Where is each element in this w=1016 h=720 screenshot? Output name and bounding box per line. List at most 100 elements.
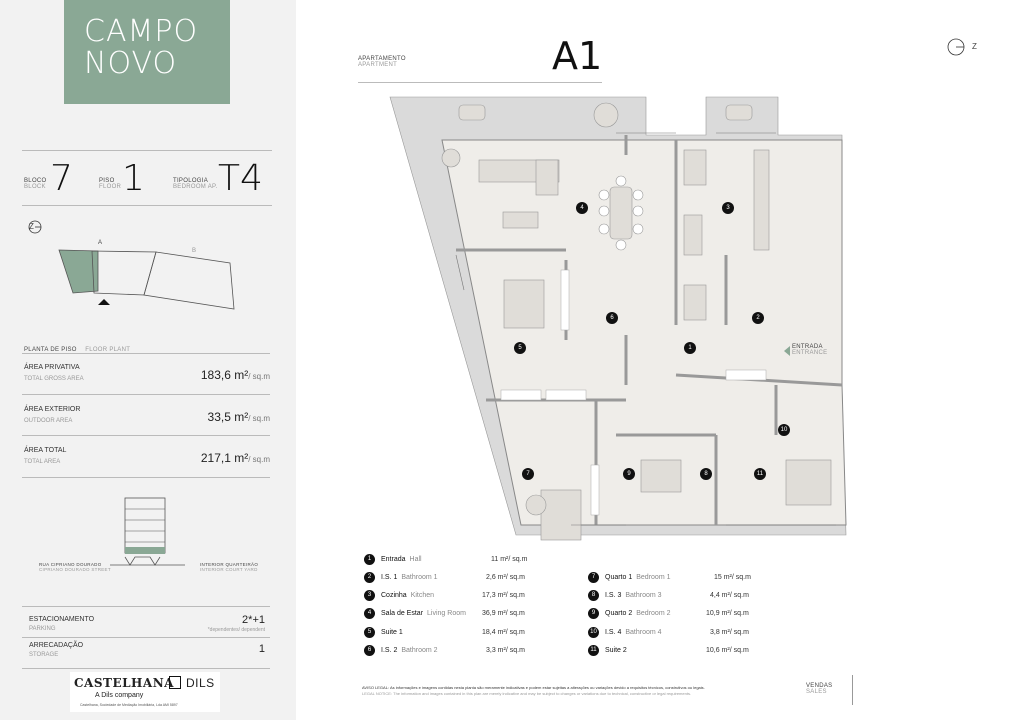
apartment-label: APARTAMENTO APARTMENT [358,56,406,68]
room-name-en: Bedroom 1 [636,574,671,581]
room-marker-5: 5 [514,342,526,354]
piso-label-en: FLOOR [99,184,122,190]
legend-number: 9 [588,608,599,619]
legal-notice: AVISO LEGAL: As informações e imagens co… [362,685,792,697]
room-name-en: Bathroom 3 [625,592,662,599]
bed-suite-1 [503,279,545,329]
legend-number: 5 [364,627,375,638]
brand-legal: Castelhana, Sociedade de Mediação Imobil… [80,703,178,707]
area-value: 33,5 m² [207,410,249,424]
bloco-value: 7 [50,158,73,199]
legend-number: 1 [364,554,375,565]
divider [852,675,853,705]
room-name: Entrada [381,556,406,563]
plant-pot [525,494,547,516]
keyplan-north-label: Z [29,222,35,231]
divider [22,435,270,436]
room-name: Cozinha [381,592,407,599]
room-area: 2,6 m²/ sq.m [486,574,525,581]
plant-pot [441,148,461,168]
kitchen-island [683,214,703,256]
area-label: ÁREA TOTAL [24,447,67,454]
area-label-en: OUTDOOR AREA [24,418,73,424]
legend-number: 8 [588,590,599,601]
room-name: Suite 1 [381,629,403,636]
room-name: I.S. 3 [605,592,622,599]
tipologia-label-group: TIPOLOGIA BEDROOM AP. [173,178,218,190]
room-name: Quarto 2 [605,610,633,617]
bed-suite-2 [785,459,832,506]
plan-area: APARTAMENTO APARTMENT A1 Z [296,0,1016,720]
room-area: 36,9 m²/ sq.m [482,610,525,617]
position-marker-icon [98,299,110,305]
block-a-label: A [98,240,103,246]
room-area: 10,9 m²/ sq.m [706,610,749,617]
room-marker-1: 1 [684,342,696,354]
room-name-en: Hall [409,556,422,563]
room-marker-3: 3 [722,202,734,214]
entrance-label-en: ENTRANCE [792,350,828,356]
room-marker-2: 2 [752,312,764,324]
court-label: INTERIOR QUARTEIRÃO INTERIOR COURT YARD [200,562,258,572]
logo-line-2: NOVO [84,46,178,81]
bloco-label: BLOCO [24,178,47,184]
block-a-outline [91,250,157,296]
north-label: Z [972,42,978,51]
sales-label-en: SALES [806,689,827,695]
area-value: 217,1 m² [200,451,249,465]
room-marker-7: 7 [522,468,534,480]
tipologia-value: T4 [218,158,263,199]
area-label: ÁREA EXTERIOR [24,406,81,413]
area-unit: / sq.m [248,455,270,464]
room-marker-10: 10 [778,424,790,436]
legal-notice-pt: AVISO LEGAL: As informações e imagens co… [362,685,705,690]
divider [22,150,272,151]
street-label-en: CIPRIANO DOURADO STREET [39,567,111,572]
legend-number: 7 [588,572,599,583]
castelhana-logo: CASTELHANA [74,676,174,690]
brand-block: CASTELHANA DILS A Dils company Castelhan… [70,672,220,712]
area-value: 183,6 m² [200,368,249,382]
floor-plan [389,96,847,541]
room-area: 15 m²/ sq.m [714,574,751,581]
outdoor-table [458,104,486,121]
piso-label-group: PISO FLOOR [99,178,121,190]
tipologia-label: TIPOLOGIA [173,178,209,184]
building-section [110,497,185,566]
floor-area [441,139,847,526]
storage-label-en: STORAGE [29,652,59,658]
legend-number: 10 [588,627,599,638]
legend-number: 2 [364,572,375,583]
room-name: Sala de Estar [381,610,424,617]
room-name-en: Bedroom 2 [636,610,671,617]
north-indicator [947,38,965,56]
block-b-label: B [192,248,197,254]
room-area: 17,3 m²/ sq.m [482,592,525,599]
sales-label-pt: VENDAS [806,683,833,689]
room-marker-6: 6 [606,312,618,324]
room-area: 3,3 m²/ sq.m [486,647,525,654]
kitchen-counter [683,149,707,186]
bloco-label-group: BLOCO BLOCK [24,178,47,190]
floor-plant-en: FLOOR PLANT [85,347,131,353]
sales-label: VENDAS SALES [806,683,832,695]
room-area: 18,4 m²/ sq.m [482,629,525,636]
bed-bedroom-2 [640,459,682,493]
parking-note: *dependentes/ dependent [207,627,265,633]
parking-value: 2*+1 [242,614,265,626]
street-label: RUA CIPRIANO DOURADO CIPRIANO DOURADO ST… [39,562,111,572]
legend-number: 3 [364,590,375,601]
street-label-pt: RUA CIPRIANO DOURADO [39,562,102,567]
divider [22,606,270,607]
divider [22,637,270,638]
court-label-en: INTERIOR COURT YARD [200,567,258,572]
room-area: 4,4 m²/ sq.m [710,592,749,599]
floor-plant-pt: PLANTA DE PISO [24,347,77,353]
parking-label-en: PARKING [29,626,56,632]
piso-label: PISO [99,178,115,184]
dining-chairs [598,175,644,251]
entrance-arrow-icon [784,346,790,356]
campo-novo-logo: CAMPO NOVO [64,0,230,104]
dils-logo-icon [169,676,181,689]
room-name-en: Living Room [427,610,466,617]
